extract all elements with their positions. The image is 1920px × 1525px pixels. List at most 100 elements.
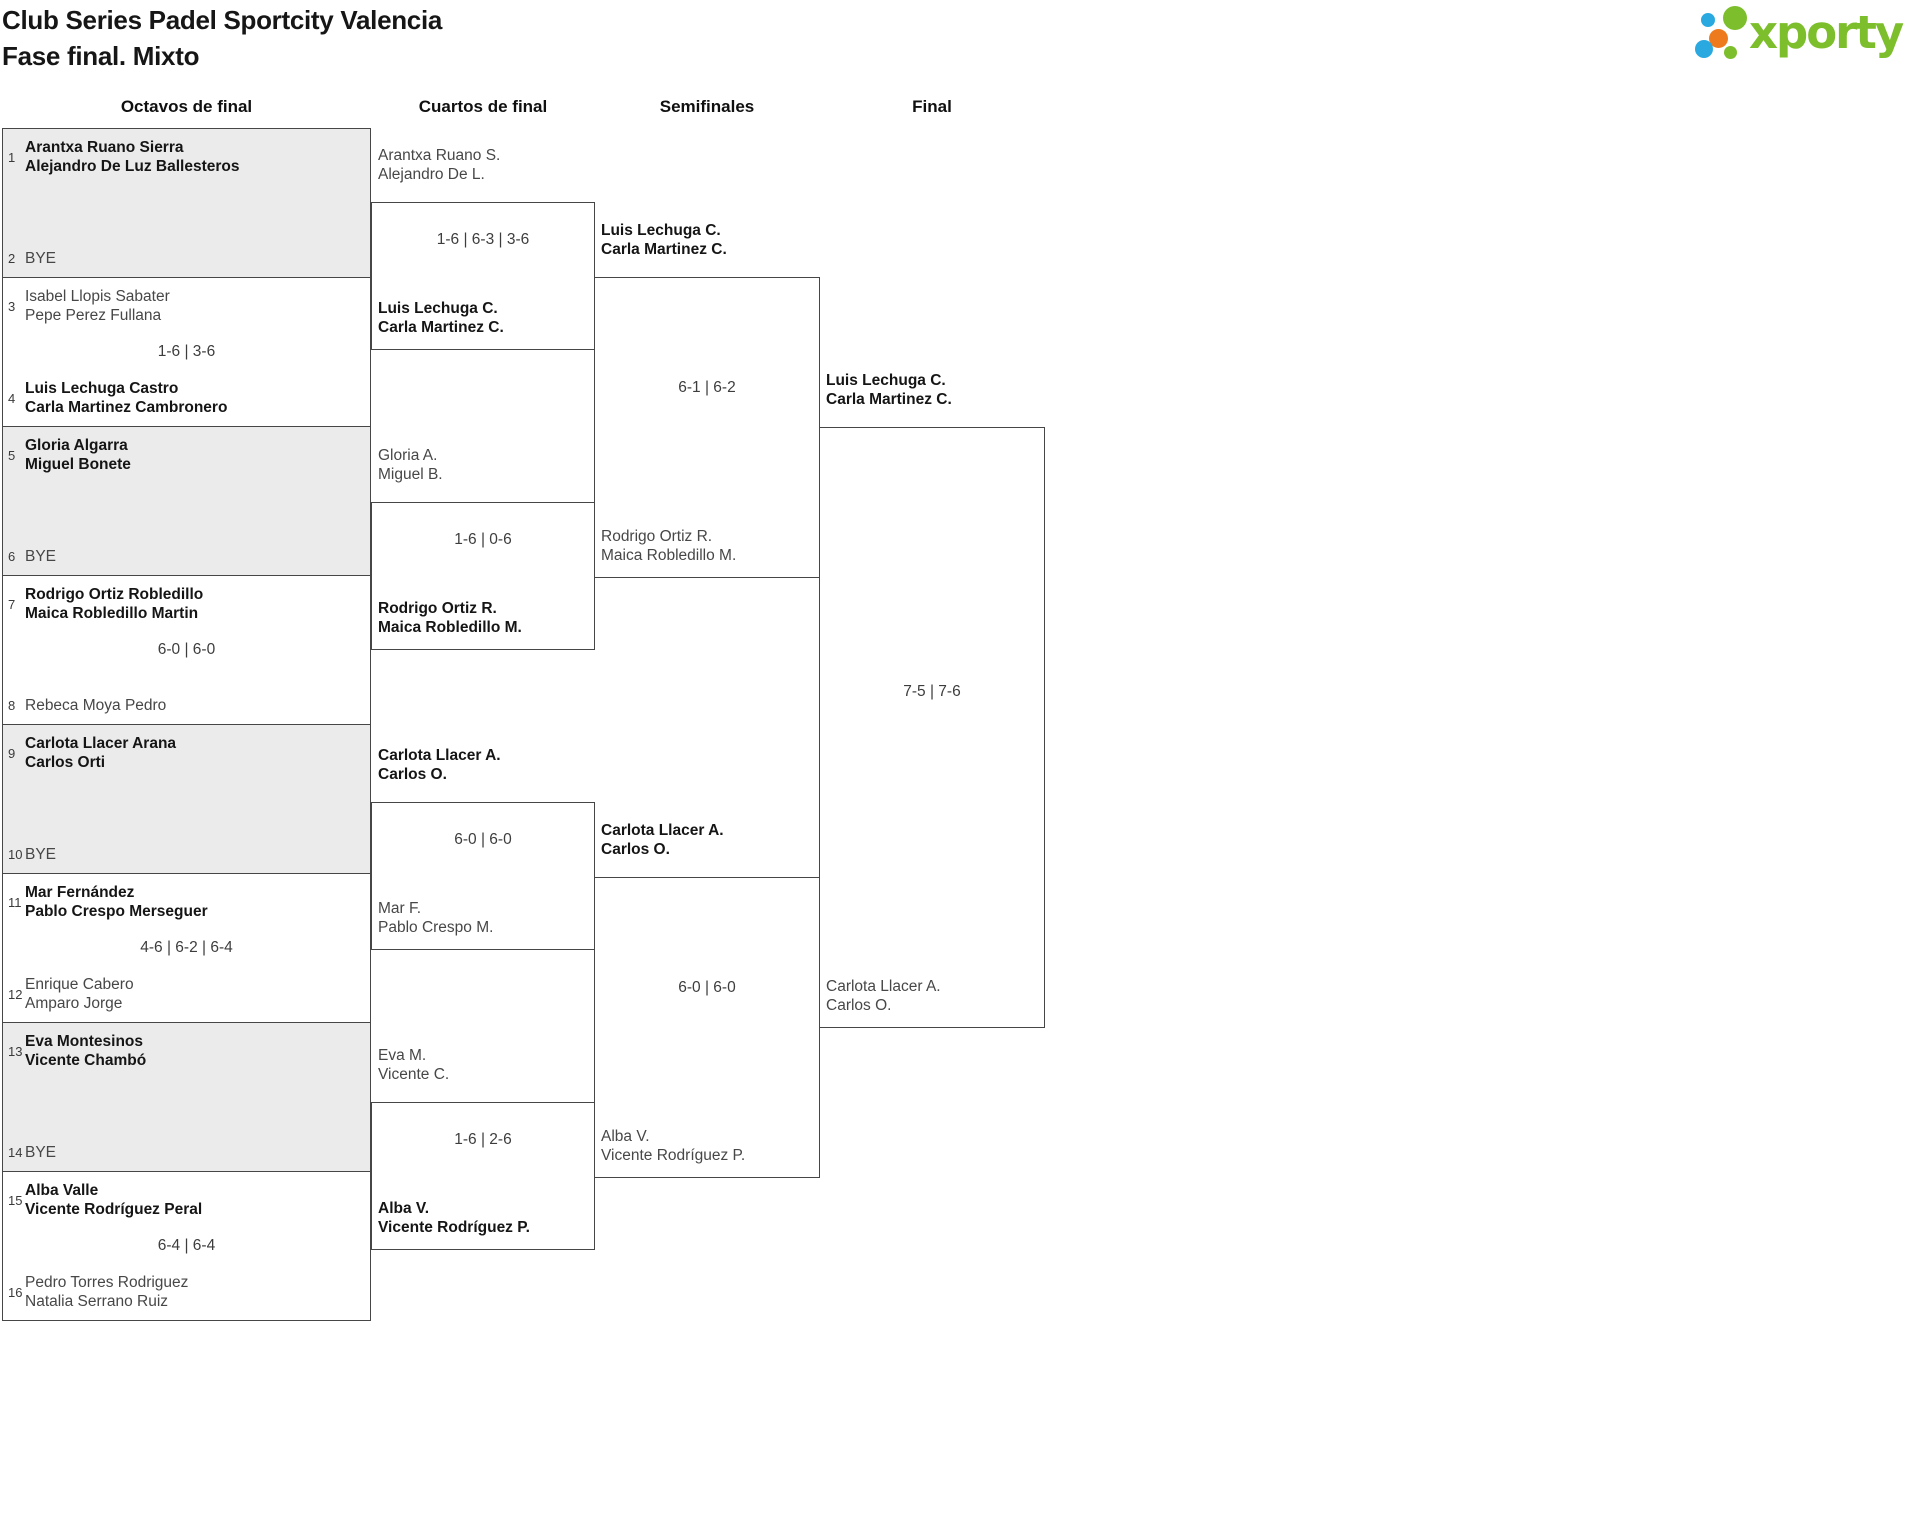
team-name-line: Carlota Llacer A. bbox=[601, 822, 724, 839]
match-score: 1-6 | 2-6 bbox=[454, 1131, 512, 1148]
team-entry[interactable]: 14 BYE bbox=[8, 1143, 362, 1162]
team-entry[interactable]: 10 BYE bbox=[8, 845, 362, 864]
logo-dot-blue-large-icon bbox=[1695, 40, 1713, 58]
team-entry[interactable]: 2 BYE bbox=[8, 249, 362, 268]
team-entry[interactable]: 6 BYE bbox=[8, 547, 362, 566]
phase-name: Fase final. Mixto bbox=[2, 41, 200, 71]
team-entry[interactable]: Rodrigo Ortiz R.Maica Robledillo M. bbox=[601, 527, 736, 565]
team-name-line: Carlos O. bbox=[826, 997, 892, 1014]
seed-number: 3 bbox=[8, 298, 16, 314]
logo-dot-green-large-icon bbox=[1723, 6, 1747, 30]
logo-dot-blue-small-icon bbox=[1701, 13, 1715, 27]
team-name-line: Carlota Llacer A. bbox=[378, 747, 501, 764]
team-name-line: Carlota Llacer A. bbox=[826, 978, 941, 995]
team-name-line: Miguel B. bbox=[378, 466, 443, 483]
team-name-line: Pedro Torres Rodriguez bbox=[25, 1274, 189, 1291]
seed-number: 15 bbox=[8, 1192, 23, 1208]
logo-dot-green-small-icon bbox=[1724, 46, 1737, 59]
team-name-line: Rodrigo Ortiz R. bbox=[378, 600, 497, 617]
team-entry[interactable]: 8 Rebeca Moya Pedro bbox=[8, 696, 362, 715]
team-name-line: Eva M. bbox=[378, 1047, 427, 1064]
team-entry[interactable]: Carlota Llacer A.Carlos O. bbox=[378, 746, 593, 784]
team-name-line: BYE bbox=[25, 548, 57, 565]
team-name-line: Luis Lechuga C. bbox=[601, 222, 721, 239]
cuartos-match-2: 1-6 | 0-6 Rodrigo Ortiz R.Maica Robledil… bbox=[371, 502, 595, 650]
team-entry[interactable]: Rodrigo Ortiz R.Maica Robledillo M. bbox=[378, 599, 522, 637]
team-entry[interactable]: Alba V. Vicente Rodríguez P. bbox=[601, 1127, 745, 1165]
cuartos-match-1: 1-6 | 6-3 | 3-6 Luis Lechuga C. Carla Mar… bbox=[371, 202, 595, 350]
round-header-octavos: Octavos de final bbox=[120, 97, 253, 116]
team-name-line: Alejandro De L. bbox=[378, 166, 485, 183]
team-name-line: Vicente Rodríguez P. bbox=[601, 1147, 746, 1164]
team-name-line: Mar F. bbox=[378, 900, 422, 917]
match-score: 6-0 | 6-0 bbox=[157, 641, 216, 658]
team-name-line: BYE bbox=[25, 1144, 57, 1161]
team-name-line: Rodrigo Ortiz R. bbox=[601, 528, 713, 545]
round-header-cuartos: Cuartos de final bbox=[418, 97, 548, 116]
team-name-line: Mar Fernández bbox=[25, 884, 135, 901]
team-name-line: Pablo Crespo Merseguer bbox=[25, 903, 208, 920]
team-name-line: Vicente C. bbox=[378, 1066, 450, 1083]
team-entry[interactable]: Carlota Llacer A.Carlos O. bbox=[601, 821, 816, 859]
team-entry[interactable]: Luis Lechuga C.Carla Martinez C. bbox=[601, 221, 816, 259]
team-name-line: BYE bbox=[25, 250, 57, 267]
seed-number: 7 bbox=[8, 596, 16, 612]
seed-number: 11 bbox=[8, 894, 22, 910]
team-name-line: Enrique Cabero bbox=[25, 976, 134, 993]
team-name-line: Gloria Algarra bbox=[25, 437, 128, 454]
logo-dot-orange-icon bbox=[1709, 29, 1728, 48]
team-name-line: Carla Martinez C. bbox=[826, 391, 952, 408]
match-score: 4-6 | 6-2 | 6-4 bbox=[140, 939, 233, 956]
team-entry[interactable]: Eva M. Vicente C. bbox=[378, 1046, 593, 1084]
seed-number: 5 bbox=[8, 447, 16, 463]
match-score: 7-5 | 7-6 bbox=[903, 683, 961, 700]
xporty-logo[interactable]: xporty bbox=[1690, 0, 1920, 70]
team-name-line: Luis Lechuga C. bbox=[826, 372, 946, 389]
team-name-line: Alba V. bbox=[601, 1128, 650, 1145]
team-name-line: Carlota Llacer Arana bbox=[25, 735, 177, 752]
team-entry[interactable]: Gloria A.Miguel B. bbox=[378, 446, 593, 484]
match-score: 1-6 | 6-3 | 3-6 bbox=[436, 231, 530, 248]
match-score: 6-0 | 6-0 bbox=[678, 979, 736, 996]
cuartos-match-3: 6-0 | 6-0 Mar F. Pablo Crespo M. bbox=[371, 802, 595, 950]
seed-number: 14 bbox=[8, 1145, 23, 1160]
team-name-line: Vicente Chambó bbox=[25, 1052, 147, 1069]
tournament-name: Club Series Padel Sportcity Valencia bbox=[2, 5, 443, 35]
team-name-line: Carlos Orti bbox=[25, 754, 106, 771]
seed-number: 1 bbox=[8, 149, 16, 165]
team-entry[interactable]: Luis Lechuga C. Carla Martinez C. bbox=[826, 371, 1041, 409]
team-entry[interactable]: Arantxa Ruano S.Alejandro De L. bbox=[378, 146, 593, 184]
team-name-line: Amparo Jorge bbox=[25, 995, 123, 1012]
team-name-line: BYE bbox=[25, 846, 57, 863]
team-entry[interactable]: Luis Lechuga C. Carla Martinez C. bbox=[378, 299, 504, 337]
team-name-line: Pablo Crespo M. bbox=[378, 919, 494, 936]
team-name-line: Pepe Perez Fullana bbox=[25, 307, 162, 324]
match-score: 6-0 | 6-0 bbox=[454, 831, 512, 848]
match-score: 6-1 | 6-2 bbox=[678, 379, 736, 396]
team-name-line: Isabel Llopis Sabater bbox=[25, 288, 170, 305]
team-entry[interactable]: Carlota Llacer A. Carlos O. bbox=[826, 977, 941, 1015]
team-name-line: Carla Martinez C. bbox=[378, 319, 504, 336]
team-entry[interactable]: Alba V.Vicente Rodríguez P. bbox=[378, 1199, 530, 1237]
final-match: 7-5 | 7-6 Carlota Llacer A. Carlos O. bbox=[819, 427, 1045, 1028]
team-name-line: Luis Lechuga C. bbox=[378, 300, 498, 317]
page-title: Club Series Padel Sportcity Valencia Fas… bbox=[2, 2, 442, 74]
team-entry[interactable]: Mar F. Pablo Crespo M. bbox=[378, 899, 493, 937]
